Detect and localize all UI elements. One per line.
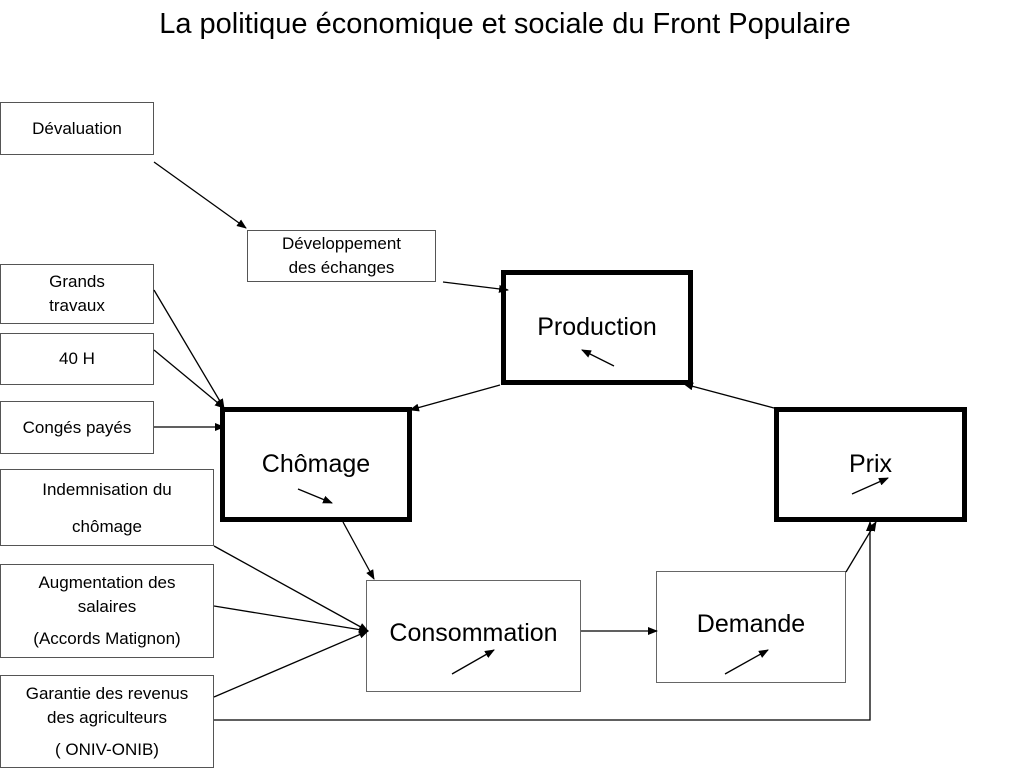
trend-arrow-consommation <box>451 649 495 675</box>
box-augmentation-line1: Augmentation des <box>38 573 176 592</box>
arrow-demande-to-prix <box>845 521 877 573</box>
box-production-label: Production <box>537 313 657 341</box>
box-conges-payes: Congés payés <box>0 401 154 454</box>
arrow-devaluation-to-developpement <box>153 161 247 229</box>
page-title: La politique économique et sociale du Fr… <box>159 8 851 40</box>
arrow-prix-to-production <box>683 382 775 409</box>
box-augmentation-line3: (Accords Matignon) <box>33 629 181 648</box>
box-developpement-echanges: Développement des échanges <box>247 230 436 282</box>
box-production: Production <box>501 270 693 385</box>
box-devaluation-label: Dévaluation <box>32 118 122 138</box>
box-consommation-label: Consommation <box>389 619 558 647</box>
box-40h: 40 H <box>0 333 154 385</box>
box-grands-travaux: Grands travaux <box>0 264 154 324</box>
trend-arrow-demande <box>724 649 769 675</box>
box-garantie-line1: Garantie des revenus <box>25 683 189 703</box>
box-consommation: Consommation <box>366 580 581 692</box>
trend-arrow-production <box>581 349 615 367</box>
box-developpement-line2: des échanges <box>288 258 395 277</box>
box-chomage-label: Chômage <box>261 450 371 478</box>
box-conges-label: Congés payés <box>22 417 132 437</box>
box-chomage: Chômage <box>220 407 412 522</box>
arrow-augmentation-to-consommation <box>213 605 369 634</box>
box-40h-label: 40 H <box>59 349 95 368</box>
box-devaluation: Dévaluation <box>0 102 154 155</box>
box-garantie-revenus: Garantie des revenus des agriculteurs ( … <box>0 675 214 768</box>
arrow-garantie-to-consommation <box>213 630 369 698</box>
box-indemnisation-line1: Indemnisation du <box>42 479 172 499</box>
trend-arrow-chomage <box>297 488 333 504</box>
box-demande: Demande <box>656 571 846 683</box>
box-prix-label: Prix <box>848 450 893 478</box>
box-prix: Prix <box>774 407 967 522</box>
box-developpement-line1: Développement <box>281 234 402 253</box>
arrow-40h-to-chomage <box>153 349 225 409</box>
box-augmentation-salaires: Augmentation des salaires (Accords Matig… <box>0 564 214 658</box>
arrow-developpement-to-production <box>442 281 509 293</box>
box-indemnisation-line2: chômage <box>72 516 142 536</box>
arrow-garantie-to-prix <box>214 521 874 721</box>
arrow-production-to-chomage <box>409 384 501 412</box>
box-demande-label: Demande <box>696 610 806 638</box>
box-garantie-line2: des agriculteurs <box>46 707 167 727</box>
arrow-grands-travaux-to-chomage <box>153 289 225 409</box>
box-grands-travaux-line1: Grands <box>49 272 105 291</box>
arrow-indemnisation-to-consommation <box>213 545 369 632</box>
arrow-chomage-to-consommation <box>342 521 375 580</box>
box-augmentation-line2: salaires <box>77 597 137 616</box>
box-garantie-line3: ( ONIV-ONIB) <box>55 739 159 759</box>
box-grands-travaux-line2: travaux <box>49 296 105 315</box>
trend-arrow-prix <box>851 477 889 495</box>
box-indemnisation-chomage: Indemnisation du chômage <box>0 469 214 546</box>
